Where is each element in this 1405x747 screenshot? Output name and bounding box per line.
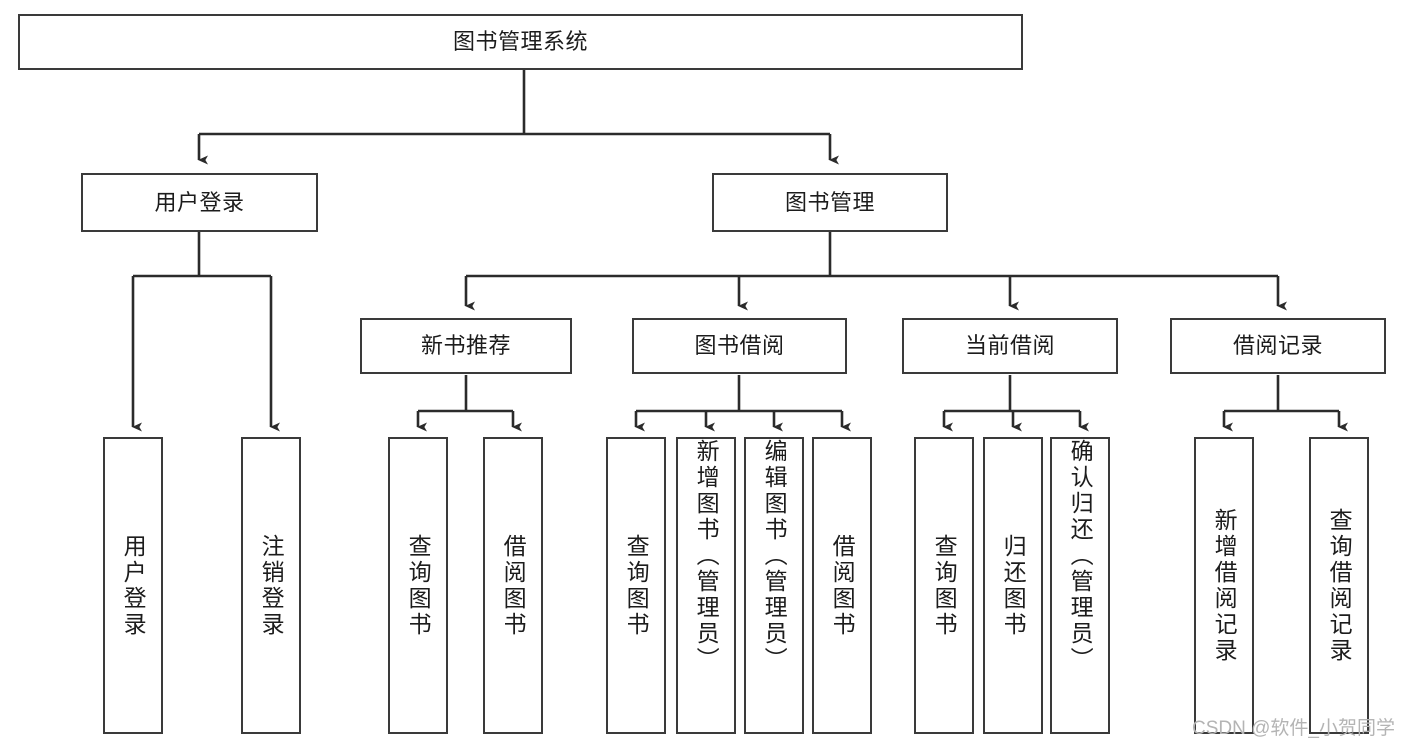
node-label: 新增图书（管理员） [693, 439, 720, 673]
node-label: 注销登录 [258, 533, 285, 638]
node-new-book-recommend[interactable]: 新书推荐 [360, 318, 572, 374]
node-leaf-query-record[interactable]: 查询借阅记录 [1309, 437, 1369, 734]
node-leaf-confirm-return[interactable]: 确认归还（管理员） [1050, 437, 1110, 734]
node-label: 用户登录 [154, 189, 245, 215]
node-label: 编辑图书（管理员） [761, 439, 788, 673]
node-leaf-query-book-1[interactable]: 查询图书 [388, 437, 448, 734]
node-label: 图书借阅 [694, 333, 785, 359]
node-label: 查询图书 [623, 533, 650, 638]
node-borrow-record[interactable]: 借阅记录 [1170, 318, 1386, 374]
node-current-borrow[interactable]: 当前借阅 [902, 318, 1118, 374]
node-label: 图书管理 [784, 189, 875, 215]
node-leaf-query-book-2[interactable]: 查询图书 [606, 437, 666, 734]
node-user-login[interactable]: 用户登录 [81, 173, 318, 232]
node-label: 查询借阅记录 [1326, 507, 1353, 664]
node-label: 图书管理系统 [452, 29, 588, 55]
node-label: 查询图书 [931, 533, 958, 638]
node-label: 确认归还（管理员） [1067, 439, 1094, 673]
node-book-borrow[interactable]: 图书借阅 [632, 318, 847, 374]
node-leaf-query-book-3[interactable]: 查询图书 [914, 437, 974, 734]
node-leaf-borrow-book-2[interactable]: 借阅图书 [812, 437, 872, 734]
node-leaf-logout-login[interactable]: 注销登录 [241, 437, 301, 734]
node-label: 借阅图书 [829, 533, 856, 638]
node-book-management[interactable]: 图书管理 [712, 173, 948, 232]
node-leaf-edit-book[interactable]: 编辑图书（管理员） [744, 437, 804, 734]
node-leaf-borrow-book-1[interactable]: 借阅图书 [483, 437, 543, 734]
node-leaf-add-book[interactable]: 新增图书（管理员） [676, 437, 736, 734]
node-label: 查询图书 [405, 533, 432, 638]
node-label: 归还图书 [1000, 533, 1027, 638]
node-label: 借阅记录 [1232, 333, 1323, 359]
node-label: 当前借阅 [964, 333, 1055, 359]
node-leaf-user-login[interactable]: 用户登录 [103, 437, 163, 734]
node-label: 新增借阅记录 [1211, 507, 1238, 664]
node-label: 借阅图书 [500, 533, 527, 638]
csdn-watermark: CSDN @软件_小贺同学 [1192, 718, 1395, 739]
node-label: 用户登录 [120, 533, 147, 638]
node-root-system[interactable]: 图书管理系统 [18, 14, 1023, 70]
node-leaf-add-record[interactable]: 新增借阅记录 [1194, 437, 1254, 734]
node-label: 新书推荐 [420, 333, 511, 359]
node-leaf-return-book[interactable]: 归还图书 [983, 437, 1043, 734]
